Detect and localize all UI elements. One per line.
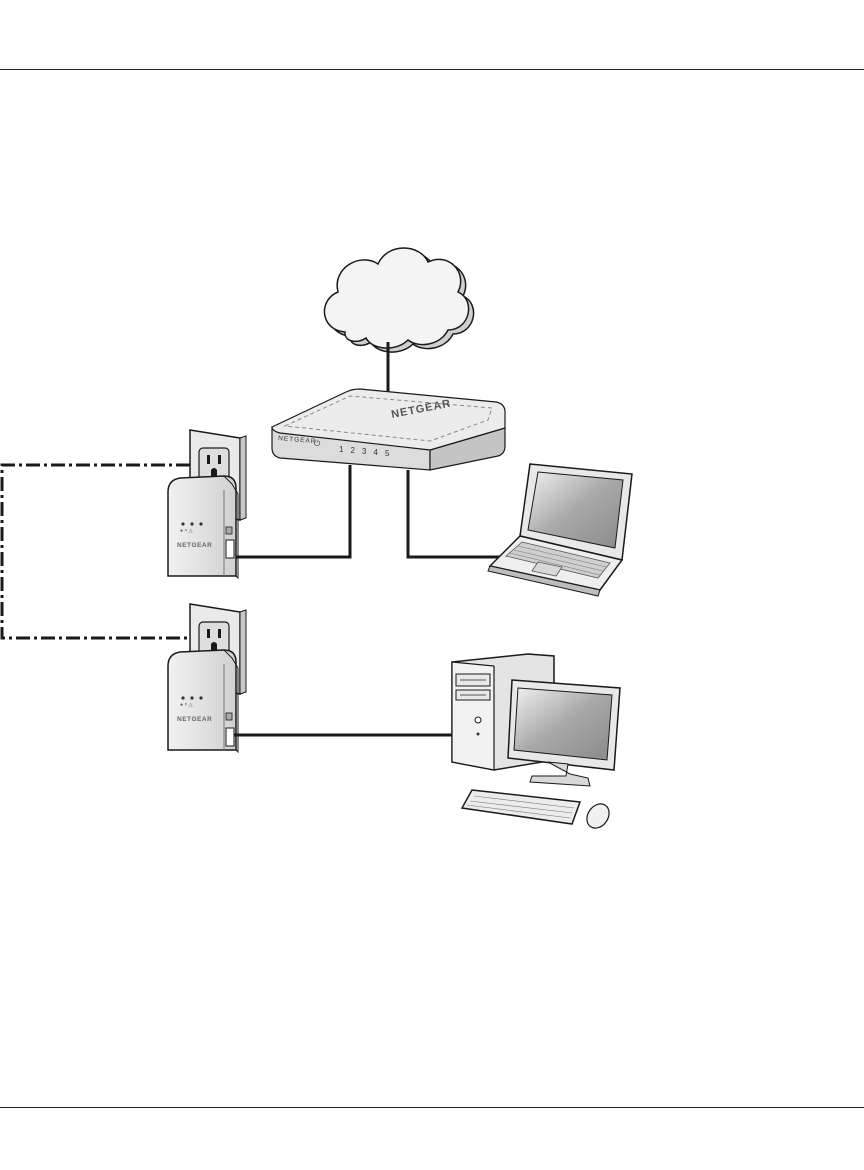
desktop-computer-icon [452, 654, 620, 832]
router-port-label-3: 3 [362, 447, 367, 456]
powerline-link [2, 465, 190, 638]
powerline-adapter-icon-bottom: ● × △ NETGEAR [168, 650, 238, 752]
adapter-bottom-brand: NETGEAR [177, 716, 212, 723]
router-port-label-1: 1 [339, 445, 344, 454]
router-port-label-5: 5 [385, 449, 390, 458]
ethernet-cable-router-laptop [408, 470, 500, 557]
router-port-label-4: 4 [374, 448, 379, 457]
svg-text:● × △: ● × △ [180, 528, 193, 534]
powerline-adapter-icon-top: ● × △ NETGEAR [168, 476, 238, 578]
cloud-icon [324, 248, 473, 352]
laptop-icon [488, 464, 632, 596]
router-port-label-2: 2 [351, 446, 356, 455]
svg-text:● × △: ● × △ [180, 702, 193, 708]
router-power-icon: ⏻ [314, 439, 321, 448]
ethernet-cable-router-adapter [234, 465, 350, 557]
adapter-top-brand: NETGEAR [177, 542, 212, 549]
